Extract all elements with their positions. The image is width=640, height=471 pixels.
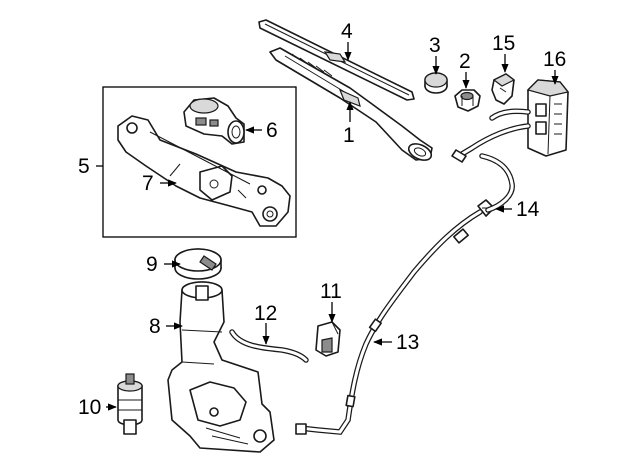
- reservoir-part-8: [167, 281, 275, 453]
- callout-5: 5: [78, 155, 90, 178]
- callout-4: 4: [341, 20, 353, 43]
- callout-11: 11: [320, 280, 342, 303]
- callout-13: 13: [396, 331, 419, 354]
- callout-8: 8: [149, 315, 161, 338]
- cap-part-3: [424, 72, 448, 94]
- callout-3: 3: [429, 34, 441, 57]
- washer-pump-part-10: [117, 373, 143, 435]
- reservoir-cap-part-9: [174, 248, 222, 280]
- callout-10: 10: [78, 396, 101, 419]
- hose-part-12: [229, 329, 309, 363]
- callout-12: 12: [254, 302, 277, 325]
- linkage-part-7: [117, 115, 291, 227]
- wiper-motor-part-6: [183, 97, 245, 145]
- callout-9: 9: [146, 253, 158, 276]
- nut-part-2: [454, 89, 481, 112]
- callout-7: 7: [142, 172, 154, 195]
- callout-6: 6: [266, 119, 278, 142]
- assembly-frame: [102, 86, 297, 238]
- callout-2: 2: [459, 50, 471, 73]
- callout-14: 14: [516, 198, 540, 221]
- callout-15: 15: [492, 32, 515, 55]
- wiper-blade-part-4: [258, 19, 415, 101]
- washer-hose-part-13: [295, 153, 515, 435]
- callout-16: 16: [543, 48, 566, 71]
- nozzle-part-15: [491, 73, 516, 105]
- grommet-part-11: [315, 321, 341, 357]
- callout-1: 1: [343, 124, 355, 147]
